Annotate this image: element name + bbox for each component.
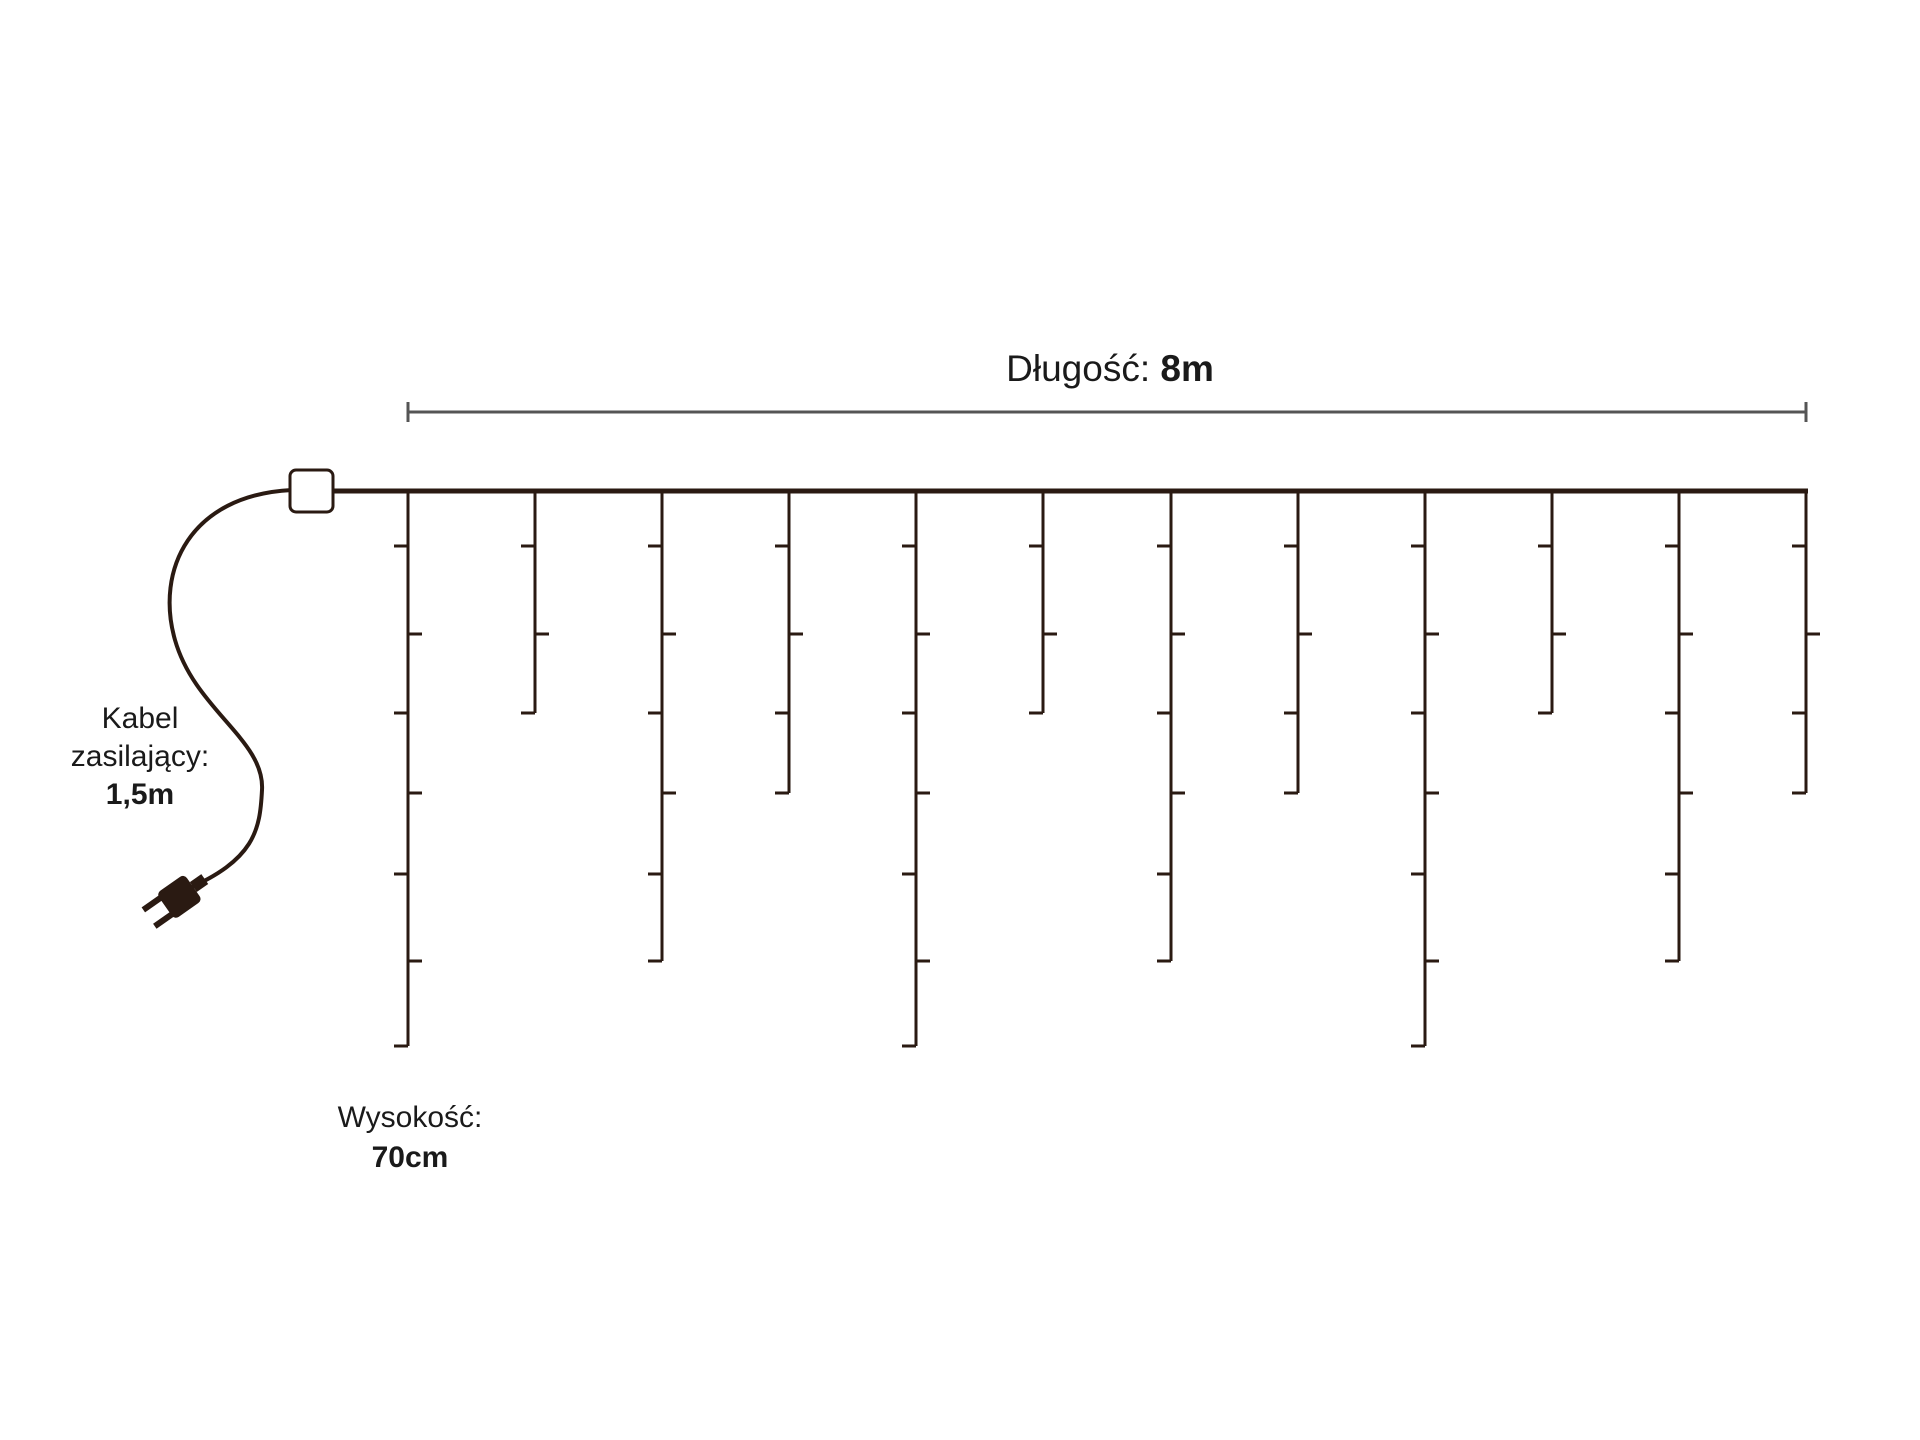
controller-box (288, 468, 335, 514)
height-label: Wysokość: 70cm (305, 1098, 515, 1178)
plug-icon (141, 874, 209, 929)
cable-label-line2: zasilający: (70, 740, 210, 773)
length-label-prefix: Długość: (1006, 348, 1151, 389)
length-label: Długość: 8m (900, 348, 1320, 390)
cable-label-line1: Kabel (101, 702, 179, 735)
icicle-strands (394, 491, 1820, 1048)
power-cable (167, 488, 293, 892)
height-label-value: 70cm (371, 1141, 449, 1174)
length-label-value: 8m (1160, 348, 1214, 389)
height-label-prefix: Wysokość: (337, 1101, 483, 1134)
cable-label-value: 1,5m (105, 778, 175, 811)
length-dimension (406, 402, 1808, 422)
cable-label: Kabel zasilający: 1,5m (30, 700, 250, 814)
